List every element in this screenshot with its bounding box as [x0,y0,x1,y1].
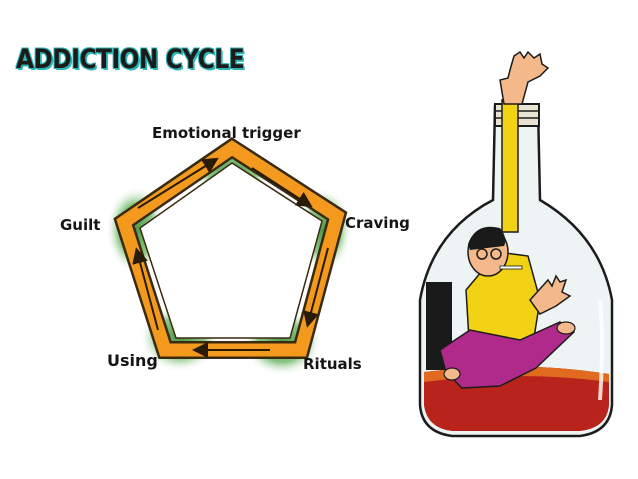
step-label-rituals: Rituals [303,355,362,373]
step-label-using: Using [107,351,158,370]
arrow-guilt-to-trigger [137,157,219,209]
step-label-guilt: Guilt [60,216,101,234]
slide-title: ADDICTION CYCLE [16,44,245,75]
open-hand [529,274,572,315]
reaching-hand [499,50,550,105]
step-label-emotional-trigger: Emotional trigger [152,124,301,142]
raised-arm [501,99,519,233]
man-in-bottle-illustration [418,50,614,438]
step-label-craving: Craving [345,214,410,232]
man-foot [556,321,576,335]
man-foot [443,367,461,381]
arrow-trigger-to-craving [251,167,313,208]
cycle-frame-inner [139,162,323,339]
arrow-using-to-guilt [132,247,159,331]
cycle-arrows [132,157,329,358]
arrow-craving-to-rituals [303,247,329,328]
cigarette [499,265,523,270]
